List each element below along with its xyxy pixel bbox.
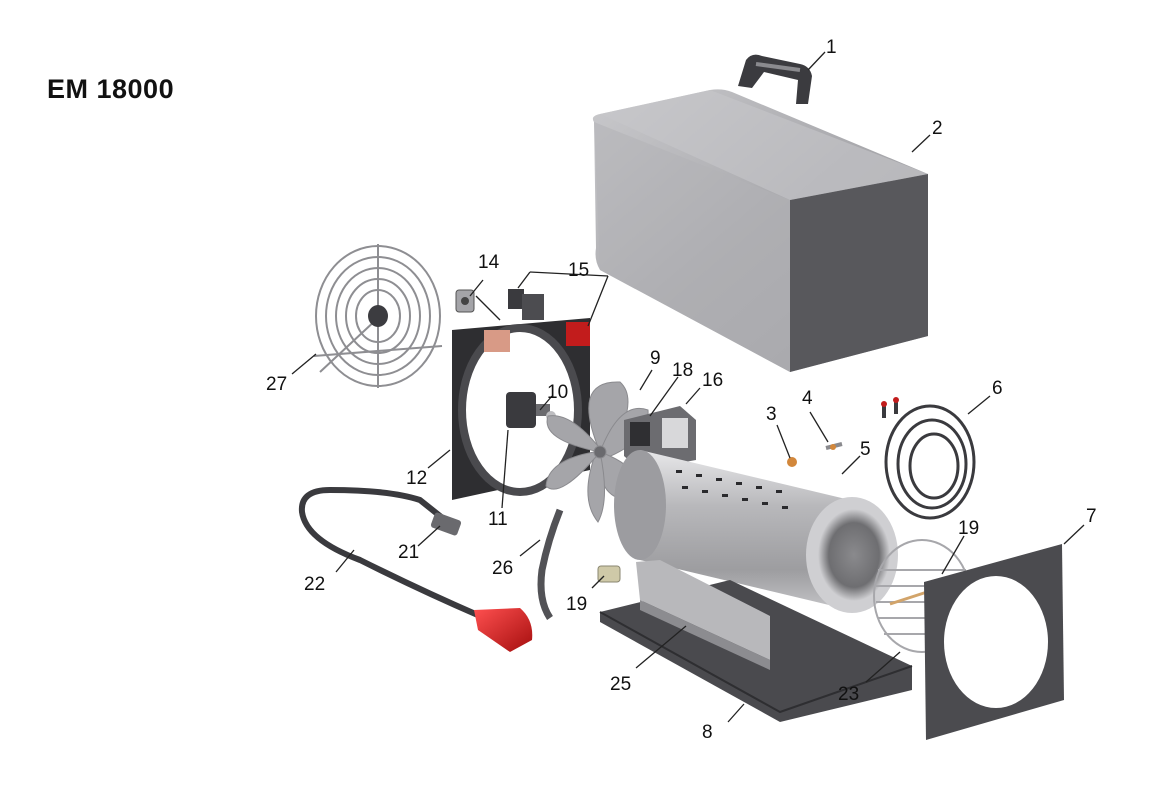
callout-10: 10: [547, 382, 568, 403]
part-switches: [508, 289, 544, 320]
part-power-cable: [298, 486, 533, 652]
callout-16: 16: [702, 370, 723, 391]
part-cover: [592, 89, 928, 372]
callout-26: 26: [492, 558, 513, 579]
callout-12: 12: [406, 468, 427, 489]
callout-23: 23: [838, 684, 859, 705]
callout-22: 22: [304, 574, 325, 595]
part-thermostat: [787, 457, 797, 467]
part-rear-panel: [924, 544, 1064, 740]
part-support: [636, 560, 770, 670]
part-heating-element: [881, 397, 976, 520]
callout-1: 1: [826, 37, 837, 58]
leader-lines: [291, 51, 1085, 723]
part-sensor: [825, 442, 843, 450]
callout-2: 2: [932, 118, 943, 139]
part-fitting: [597, 565, 621, 583]
part-heater-chamber: [614, 450, 898, 613]
callout-9: 9: [650, 348, 661, 369]
callout-18: 18: [672, 360, 693, 381]
callout-labels: 1 2 3 4 5 6 7 8 9 10 11 12 14 15 16 18 1…: [266, 37, 1097, 743]
part-fan-guard: [313, 244, 443, 388]
callout-21: 21: [398, 542, 419, 563]
page-title: EM 18000: [47, 74, 175, 104]
callout-19-bottom: 19: [566, 594, 587, 615]
callout-5: 5: [860, 439, 871, 460]
callout-8: 8: [702, 722, 713, 743]
callout-7: 7: [1086, 506, 1097, 527]
part-bracket: [455, 289, 475, 313]
callout-11: 11: [488, 509, 508, 530]
part-handle: [738, 54, 812, 104]
callout-6: 6: [992, 378, 1003, 399]
callout-25: 25: [610, 674, 631, 695]
part-hose: [537, 508, 564, 620]
callout-19-top: 19: [958, 518, 979, 539]
callout-4: 4: [802, 388, 813, 409]
callout-3: 3: [766, 404, 777, 425]
callout-14: 14: [478, 252, 500, 273]
callout-27: 27: [266, 374, 287, 395]
callout-15: 15: [568, 260, 589, 281]
